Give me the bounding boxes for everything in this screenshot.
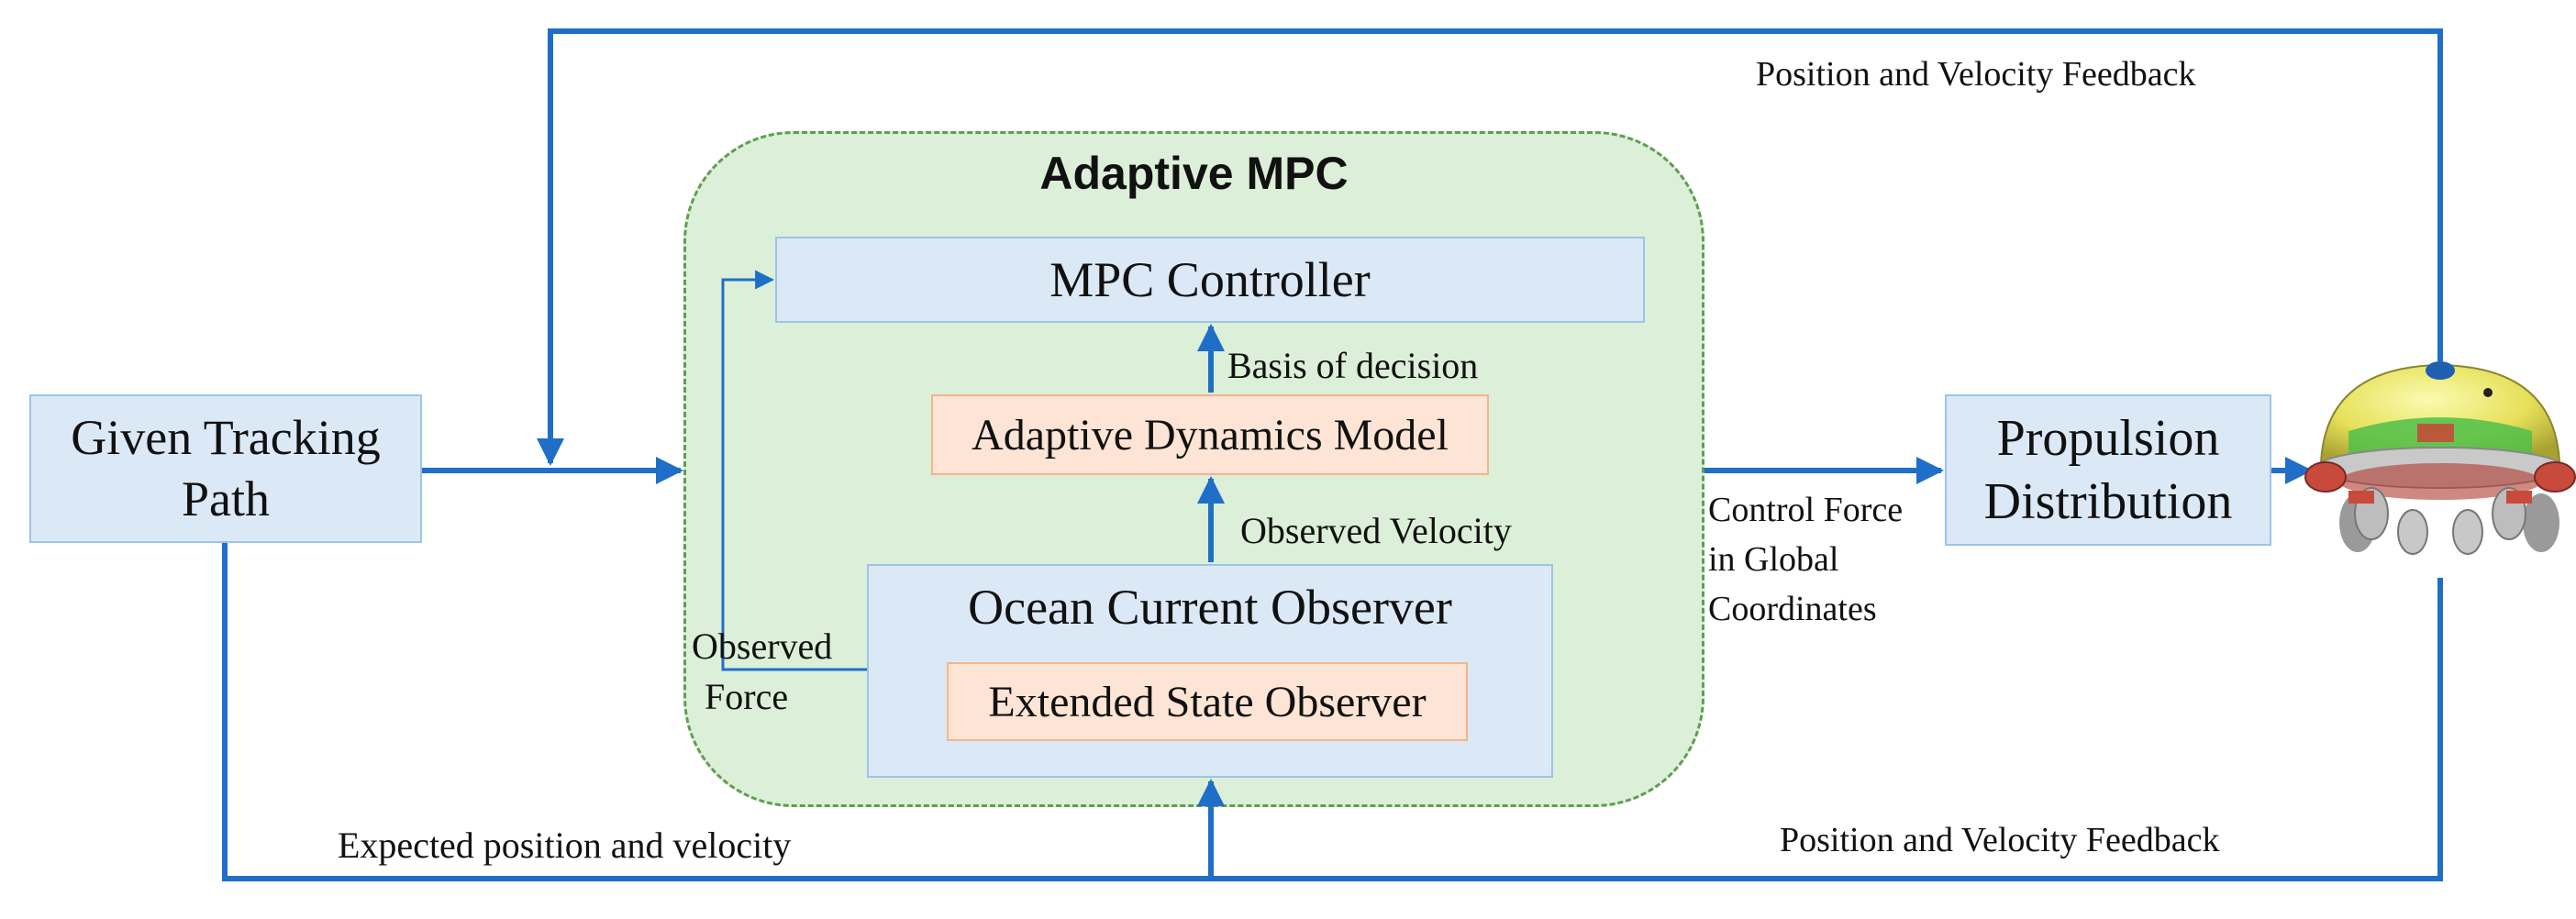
control-force-line1: Control Force <box>1708 491 1904 529</box>
given-tracking-path-line2: Path <box>181 471 270 526</box>
expected-position-line <box>222 543 1211 881</box>
given-tracking-path-node: Given Tracking Path <box>29 394 422 543</box>
observed-force-label-2: Force <box>705 676 789 717</box>
adaptive-dynamics-node: Adaptive Dynamics Model <box>931 394 1489 475</box>
feedback-top-label: Position and Velocity Feedback <box>1756 55 2196 94</box>
feedback-bottom-label: Position and Velocity Feedback <box>1780 821 2220 859</box>
ocean-current-observer-label: Ocean Current Observer <box>968 580 1452 635</box>
observed-force-arrow <box>721 270 867 671</box>
expected-position-label: Expected position and velocity <box>338 825 792 866</box>
mpc-controller-node: MPC Controller <box>775 237 1645 323</box>
given-tracking-path-line1: Given Tracking <box>71 409 381 465</box>
extended-state-observer-node: Extended State Observer <box>947 662 1468 741</box>
observed-velocity-label: Observed Velocity <box>1240 510 1512 551</box>
top-feedback-arrow <box>537 28 2443 466</box>
propulsion-distribution-node: Propulsion Distribution <box>1945 394 2271 546</box>
adaptive-mpc-title: Adaptive MPC <box>1039 148 1349 199</box>
adaptive-dynamics-label: Adaptive Dynamics Model <box>972 410 1449 460</box>
basis-of-decision-label: Basis of decision <box>1227 345 1479 386</box>
propulsion-distribution-line2: Distribution <box>1983 472 2233 530</box>
control-force-line2: in Global <box>1708 539 1839 579</box>
bottom-feedback-arrow <box>1197 578 2443 881</box>
extended-state-observer-label: Extended State Observer <box>988 677 1427 726</box>
observed-force-label-1: Observed <box>692 626 833 667</box>
mpc-controller-label: MPC Controller <box>1049 252 1371 307</box>
control-force-line3: Coordinates <box>1708 589 1877 628</box>
propulsion-distribution-line1: Propulsion <box>1996 410 2220 468</box>
control-force-label: Control Force in Global Coordinates <box>1708 486 1903 635</box>
